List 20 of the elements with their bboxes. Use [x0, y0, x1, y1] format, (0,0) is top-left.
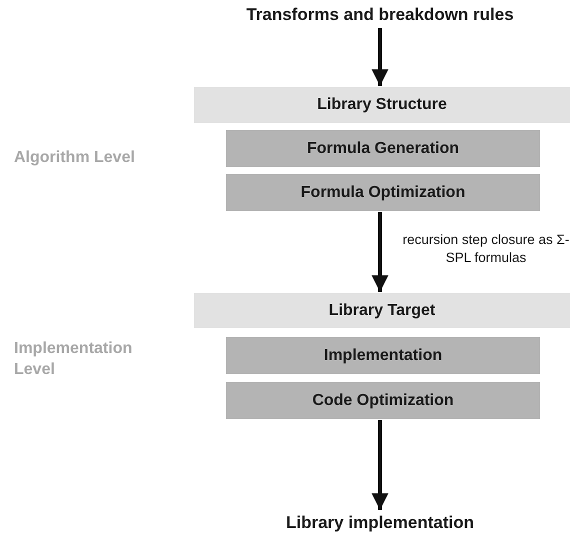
process-box — [226, 130, 540, 167]
arrow — [372, 28, 388, 86]
flow-text: Library implementation — [286, 513, 474, 533]
arrow — [372, 212, 388, 292]
process-box — [226, 382, 540, 419]
arrow — [372, 420, 388, 510]
box-label: Implementation — [324, 346, 442, 364]
edge-label: recursion step closure as Σ-SPL formulas — [402, 231, 570, 267]
level-label: Implementation Level — [14, 339, 134, 380]
layer-band — [194, 87, 570, 123]
box-label: Library Target — [328, 302, 436, 320]
process-box — [226, 174, 540, 211]
box-label: Code Optimization — [312, 392, 454, 410]
process-box — [226, 337, 540, 374]
box-label: Library Structure — [317, 96, 447, 114]
flow-text: Transforms and breakdown rules — [246, 5, 514, 25]
box-label: Formula Optimization — [300, 184, 466, 202]
level-label: Algorithm Level — [14, 148, 136, 168]
box-label: Formula Generation — [306, 140, 460, 158]
layer-band — [194, 293, 570, 328]
